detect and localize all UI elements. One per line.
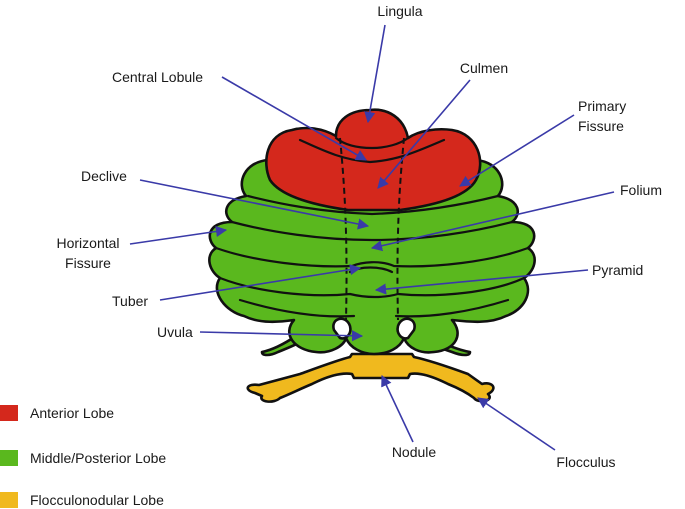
legend-swatch-posterior [0, 450, 18, 466]
legend-swatch-anterior [0, 405, 18, 421]
arrow-primary-fissure [459, 114, 575, 187]
label-primary-fissure-2: Fissure [578, 118, 624, 134]
label-flocculus: Flocculus [556, 454, 615, 470]
label-culmen: Culmen [460, 60, 508, 76]
legend-label-posterior: Middle/Posterior Lobe [30, 450, 166, 466]
label-folium: Folium [620, 182, 662, 198]
label-nodule: Nodule [392, 444, 437, 460]
arrow-central-lobule [221, 76, 367, 161]
legend-swatch-flocculonodular [0, 492, 18, 508]
legend-label-flocculonodular: Flocculonodular Lobe [30, 492, 164, 508]
legend-label-anterior: Anterior Lobe [30, 405, 114, 421]
label-horizontal-fissure-1: Horizontal [56, 235, 119, 251]
arrow-declive [139, 179, 370, 230]
label-uvula: Uvula [157, 324, 193, 340]
label-pyramid: Pyramid [592, 262, 643, 278]
flocculonodular-lobe [246, 352, 495, 403]
label-primary-fissure-1: Primary [578, 98, 626, 114]
vermis-dashed-lines [339, 137, 405, 321]
arrow-horizontal-fissure [129, 225, 228, 245]
labels: Lingula Culmen Central Lobule Primary Fi… [56, 3, 662, 470]
arrow-folium [370, 191, 615, 252]
arrow-culmen [377, 79, 471, 189]
arrow-nodule [381, 374, 414, 443]
arrow-uvula [199, 330, 364, 342]
folia-lines [214, 194, 530, 318]
arrow-pyramid [374, 269, 589, 295]
arrow-flocculus [477, 397, 556, 451]
label-central-lobule: Central Lobule [112, 69, 203, 85]
arrow-lingula [364, 24, 386, 124]
label-declive: Declive [81, 168, 127, 184]
label-lingula: Lingula [377, 3, 422, 19]
label-tuber: Tuber [112, 293, 148, 309]
arrows [129, 24, 615, 451]
anterior-lobe [265, 108, 482, 212]
arrow-tuber [159, 264, 362, 301]
label-horizontal-fissure-2: Fissure [65, 255, 111, 271]
legend: Anterior Lobe Middle/Posterior Lobe Floc… [0, 405, 166, 508]
